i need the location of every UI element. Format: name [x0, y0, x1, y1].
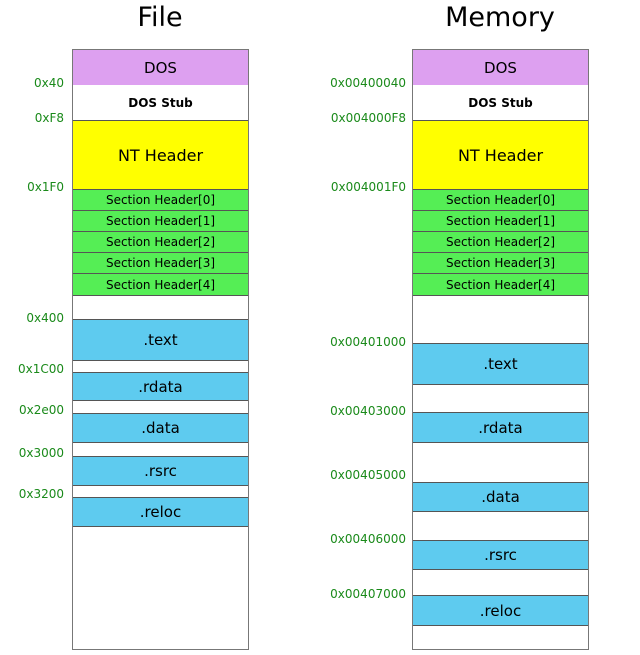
memory-section-rdata: .rdata	[413, 412, 588, 443]
memory-section-header-0: Section Header[0]	[413, 189, 588, 211]
memory-offset-rdata: 0x00403000	[330, 404, 406, 418]
file-section-header-3: Section Header[3]	[73, 252, 248, 274]
file-section-reloc: .reloc	[73, 497, 248, 527]
file-section-data: .data	[73, 413, 248, 443]
file-offset-nt: 0xF8	[34, 111, 64, 125]
memory-offset-sec: 0x004001F0	[330, 180, 406, 194]
memory-offset-reloc: 0x00407000	[330, 587, 406, 601]
file-offset-text: 0x400	[26, 311, 64, 325]
file-section-header-0: Section Header[0]	[73, 189, 248, 211]
memory-layout-column: DOS DOS Stub NT Header Section Header[0]…	[412, 49, 589, 650]
file-layout-column: DOS DOS Stub NT Header Section Header[0]…	[72, 49, 249, 650]
memory-dos-header: DOS	[413, 50, 588, 86]
memory-nt-header: NT Header	[413, 120, 588, 190]
file-nt-header: NT Header	[73, 120, 248, 190]
file-dos-stub: DOS Stub	[73, 85, 248, 121]
file-section-header-1: Section Header[1]	[73, 210, 248, 232]
memory-title: Memory	[445, 2, 555, 33]
memory-section-header-3: Section Header[3]	[413, 252, 588, 274]
file-dos-header: DOS	[73, 50, 248, 86]
memory-offset-nt: 0x004000F8	[330, 111, 406, 125]
file-section-rdata: .rdata	[73, 372, 248, 401]
file-section-header-2: Section Header[2]	[73, 231, 248, 253]
memory-section-header-4: Section Header[4]	[413, 273, 588, 296]
memory-dos-stub: DOS Stub	[413, 85, 588, 121]
file-offset-stub: 0x40	[33, 76, 64, 90]
memory-section-data: .data	[413, 482, 588, 512]
memory-offset-stub: 0x00400040	[330, 76, 406, 90]
file-offset-rsrc: 0x3000	[18, 446, 64, 460]
file-title: File	[137, 2, 183, 33]
memory-section-header-1: Section Header[1]	[413, 210, 588, 232]
memory-section-reloc: .reloc	[413, 595, 588, 626]
file-offset-sec: 0x1F0	[27, 180, 64, 194]
file-offset-rdata: 0x1C00	[17, 362, 64, 376]
file-section-header-4: Section Header[4]	[73, 273, 248, 296]
file-section-rsrc: .rsrc	[73, 456, 248, 486]
memory-offset-rsrc: 0x00406000	[330, 532, 406, 546]
file-offset-reloc: 0x3200	[18, 487, 64, 501]
memory-offset-data: 0x00405000	[330, 468, 406, 482]
memory-section-header-2: Section Header[2]	[413, 231, 588, 253]
memory-offset-text: 0x00401000	[330, 335, 406, 349]
file-section-text: .text	[73, 319, 248, 361]
memory-section-rsrc: .rsrc	[413, 540, 588, 570]
memory-section-text: .text	[413, 343, 588, 385]
file-offset-data: 0x2e00	[18, 403, 64, 417]
